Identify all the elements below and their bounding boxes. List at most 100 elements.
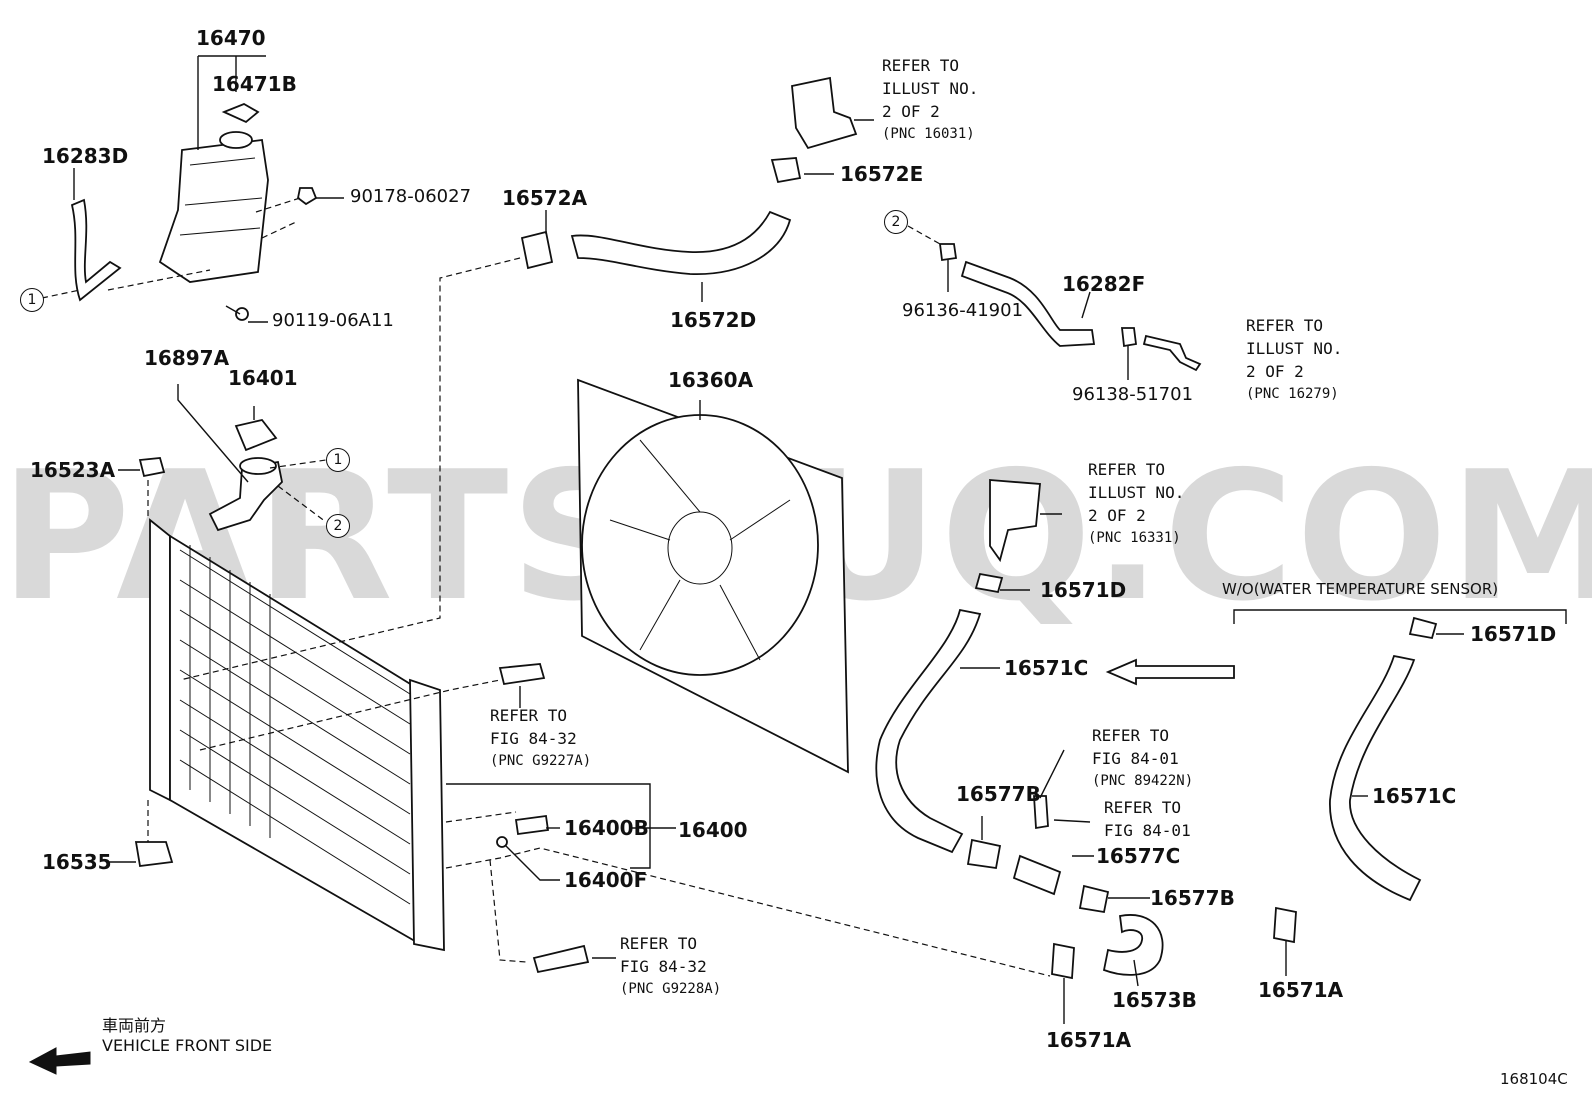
label-16571a-b: 16571A [1258,978,1344,1002]
nut-90178 [297,187,318,206]
label-16577c: 16577C [1096,844,1181,868]
figure-code: 168104C [1500,1070,1568,1088]
ref-g9227a-l2: FIG 84-32 [490,729,577,748]
section-label: W/O(WATER TEMPERATURE SENSOR) [1222,580,1499,598]
callout-2-right: 2 [884,210,908,234]
clip-96136 [938,243,958,262]
callout-2-left: 2 [326,514,350,538]
ref-16279-l3: 2 OF 2 [1246,362,1304,381]
label-16572a: 16572A [502,186,588,210]
clamp-16571a-b [1273,906,1297,944]
label-16535: 16535 [42,850,112,874]
ref-pnc-16031: REFER TO ILLUST NO. 2 OF 2 (PNC 16031) [882,54,978,146]
reservoir-tank [158,131,269,283]
ref-pnc-g9228a: REFER TO FIG 84-32 (PNC G9228A) [620,932,721,1001]
section-arrow [1105,658,1235,686]
hose-16282f [960,260,1096,347]
ref-8401-l2: FIG 84-01 [1104,821,1191,840]
label-16572e: 16572E [840,162,924,186]
label-16283d: 16283D [42,144,129,168]
cushion-16523a [138,457,166,478]
label-16577b-a: 16577B [956,782,1041,806]
hose-16571c-a [875,608,982,854]
label-16571d-b: 16571D [1470,622,1557,646]
ref-89422n-l1: REFER TO [1092,726,1170,745]
ref-16031-l1: REFER TO [882,56,960,75]
reservoir-cap [221,103,260,124]
ref-pnc-89422n: REFER TO FIG 84-01 (PNC 89422N) [1092,724,1193,793]
hose-16577c [1012,854,1062,896]
label-96136-41901: 96136-41901 [902,300,1024,321]
radiator [149,518,445,952]
ref-pnc-16331: REFER TO ILLUST NO. 2 OF 2 (PNC 16331) [1088,458,1184,550]
ref-16031-l4: (PNC 16031) [882,126,975,142]
ref-fig-84-01: REFER TO FIG 84-01 [1104,796,1191,842]
temp-sensor [1033,795,1049,830]
dashed-guides [41,197,1051,977]
label-96138-51701: 96138-51701 [1072,384,1194,405]
drain-cock-16400b [514,814,550,836]
ref-8401-l1: REFER TO [1104,798,1182,817]
label-16571d-a: 16571D [1040,578,1127,602]
ref-89422n-l3: (PNC 89422N) [1092,773,1194,789]
cushion-16535 [134,841,174,868]
clamp-16572a [520,230,554,270]
label-90119-06a11: 90119-06A11 [272,310,394,331]
hose-16571c-b [1329,654,1422,902]
label-16471b: 16471B [212,72,297,96]
hose-16573b [1102,914,1164,976]
label-16360a: 16360A [668,368,754,392]
hose-g9227a [498,663,546,686]
ref-16331-l2: ILLUST NO. [1088,483,1185,502]
hose-16283d [70,198,122,302]
section-bracket [1233,609,1567,624]
hose-g9228a [532,944,590,974]
label-16470: 16470 [196,26,266,50]
label-90178-06027: 90178-06027 [350,186,472,207]
ref-16031-l2: ILLUST NO. [882,79,979,98]
clamp-16577b-b [1078,884,1110,914]
ref-pnc-16279: REFER TO ILLUST NO. 2 OF 2 (PNC 16279) [1246,314,1342,406]
thermostat-housing [770,76,858,184]
filler-neck [208,457,283,532]
label-16571c-a: 16571C [1004,656,1089,680]
label-16400f: 16400F [564,868,648,892]
clip-16571d-b [1408,616,1438,640]
radiator-cap [234,418,278,452]
ref-g9227a-l1: REFER TO [490,706,568,725]
ref-16279-l2: ILLUST NO. [1246,339,1343,358]
ref-16279-l4: (PNC 16279) [1246,386,1339,402]
label-16571a-a: 16571A [1046,1028,1132,1052]
ref-g9228a-l2: FIG 84-32 [620,957,707,976]
ref-16279-l1: REFER TO [1246,316,1324,335]
label-16571c-b: 16571C [1372,784,1457,808]
label-16897a: 16897A [144,346,230,370]
label-16282f: 16282F [1062,272,1146,296]
clamp-16571a-a [1051,942,1075,980]
ref-g9228a-l3: (PNC G9228A) [620,981,722,997]
label-16572d: 16572D [670,308,757,332]
clip-16571d-a [974,572,1004,594]
clip-96138 [1120,327,1138,348]
label-16573b: 16573B [1112,988,1197,1012]
callout-1-right: 1 [326,448,350,472]
label-16523a: 16523A [30,458,116,482]
fan-shroud [577,378,849,774]
clamp-16577b-a [966,838,1002,870]
label-16577b-b: 16577B [1150,886,1235,910]
callout-1-left: 1 [20,288,44,312]
ref-89422n-l2: FIG 84-01 [1092,749,1179,768]
hose-16572d [570,210,792,275]
front-arrow [28,1047,91,1075]
label-16400: 16400 [678,818,748,842]
ref-16331-l1: REFER TO [1088,460,1166,479]
ref-pnc-g9227a: REFER TO FIG 84-32 (PNC G9227A) [490,704,591,773]
leader-lines [73,55,1464,1024]
ref-16331-l4: (PNC 16331) [1088,530,1181,546]
ref-16331-l3: 2 OF 2 [1088,506,1146,525]
direction-label-jp: 車両前方 [102,1016,167,1035]
label-16400b: 16400B [564,816,649,840]
direction-label-en: VEHICLE FRONT SIDE [102,1036,273,1055]
